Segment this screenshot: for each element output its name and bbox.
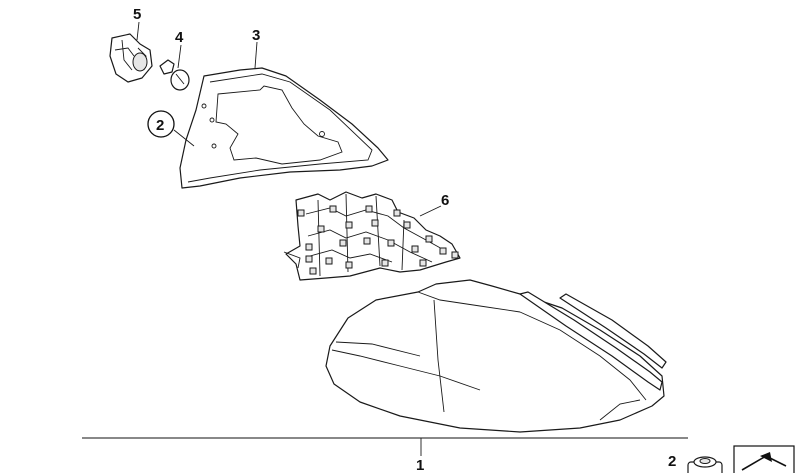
bulb-carrier-gasket-part: [179, 67, 389, 189]
leader-line-6: [419, 205, 442, 217]
callout-6: 6: [441, 192, 449, 209]
leader-line-3: [254, 41, 258, 69]
rear-light-housing-part: [325, 279, 667, 433]
parts-group-icon: [733, 445, 795, 473]
callout-2: 2: [156, 117, 164, 134]
clip-nut-part: [687, 456, 723, 473]
leader-line-2: [173, 129, 195, 147]
leader-line-4: [177, 44, 182, 69]
leader-line-5: [136, 21, 140, 41]
bulb-part: [159, 59, 190, 91]
callout-2-circled: 2: [147, 110, 175, 138]
bulb-socket-part: [109, 33, 153, 83]
callout-5: 5: [133, 6, 141, 23]
callout-3: 3: [252, 27, 260, 44]
callout-1: 1: [416, 457, 424, 473]
inset-callout-2: 2: [668, 453, 676, 470]
circuit-board-part: [283, 191, 461, 281]
callout-4: 4: [175, 29, 184, 46]
